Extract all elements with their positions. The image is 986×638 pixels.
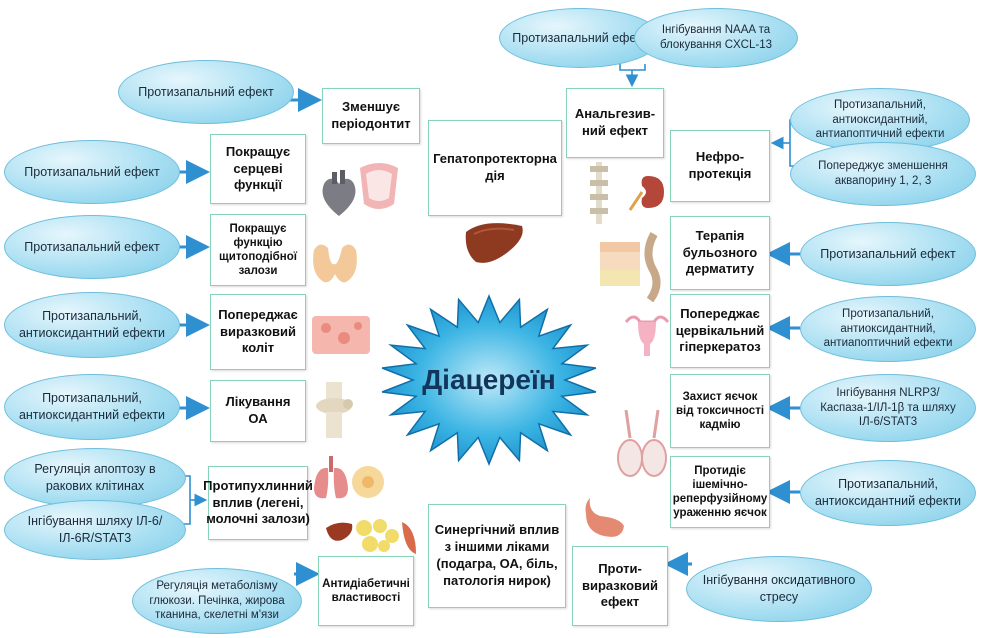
skin-layer-icon	[600, 242, 640, 286]
center-star: Діацереїн	[378, 294, 600, 466]
mechanism-oa: Протизапальний, антиоксидантний ефекти	[4, 374, 180, 440]
mechanism-nephro-2: Попереджує зменшення аквапорину 1, 2, 3	[790, 142, 976, 206]
bracket-analgesic	[619, 64, 646, 71]
effect-analgesic: Анальгезив-ний ефект	[566, 88, 664, 158]
mechanism-diabetes: Регуляція метаболізму глюкози. Печінка, …	[132, 568, 302, 634]
effect-ischemia-reperfusion: Протидіє ішемічно-реперфузійному ураженн…	[670, 456, 770, 528]
effect-synergy: Синергічний вплив з іншими ліками (подаг…	[428, 504, 566, 608]
mechanism-testis: Інгібування NLRP3/ Каспаза-1/ІЛ-1β та шл…	[800, 374, 976, 442]
star-burst-icon	[381, 294, 597, 466]
mechanism-analgesic-2: Інгібування NAAA та блокування CXCL-13	[634, 8, 798, 68]
mechanism-colitis: Протизапальний, антиоксидантний ефекти	[4, 292, 180, 358]
breast-icon	[352, 466, 384, 498]
colon-icon	[312, 316, 370, 354]
mechanism-heart: Протизапальний ефект	[4, 140, 180, 204]
effect-cervical-hyperkeratosis: Попереджає цервікальний гіперкератоз	[670, 294, 770, 368]
fat-cells-icon	[356, 519, 399, 552]
mechanism-ulcer: Інгібування оксидативного стресу	[686, 556, 872, 622]
mechanism-antitumor-2: Інгібування шляху ІЛ-6/ІЛ-6R/STAT3	[4, 500, 186, 560]
effect-periodontitis: Зменшує періодонтит	[322, 88, 420, 144]
mechanism-thyroid: Протизапальний ефект	[4, 215, 180, 279]
mechanism-ischemia: Протизапальний, антиоксидантний ефекти	[800, 460, 976, 526]
mechanism-antitumor-1: Регуляція апоптозу в ракових клітинах	[4, 448, 186, 508]
effect-heart: Покращує серцеві функції	[210, 134, 306, 204]
testis-icon	[617, 410, 667, 477]
spine-icon	[590, 162, 608, 224]
effect-colitis: Попереджає виразковий коліт	[210, 294, 306, 370]
effect-nephroprotection: Нефро-протекція	[670, 130, 770, 202]
effect-thyroid: Покращує функцію щитоподібної залози	[210, 214, 306, 286]
effect-bullous-dermatitis: Терапія бульозного дерматиту	[670, 216, 770, 290]
effect-antiulcer: Проти-виразковий ефект	[572, 546, 668, 626]
effect-oa: Лікування ОА	[210, 380, 306, 442]
mechanism-cervical: Протизапальний, антиоксидантний, антиапо…	[800, 296, 976, 362]
lungs-icon	[314, 456, 348, 499]
liver-small-icon	[326, 522, 353, 541]
effect-antidiabetic: Антидіабетичні властивості	[318, 556, 414, 626]
muscle-icon	[402, 522, 416, 554]
knee-joint-icon	[316, 382, 353, 438]
mechanism-bullous: Протизапальний ефект	[800, 222, 976, 286]
center-title: Діацереїн	[422, 364, 556, 395]
liver-icon	[465, 223, 523, 263]
effect-antitumor: Протипухлинний вплив (легені, молочні за…	[203, 466, 313, 540]
effect-hepatoprotective: Гепатопротекторна дія	[428, 120, 562, 216]
kidney-icon	[628, 176, 664, 211]
effect-testis-cadmium: Захист яєчок від токсичності кадмію	[670, 374, 770, 448]
teeth-icon	[360, 163, 398, 209]
vertebrae-icon	[644, 232, 661, 302]
uterus-icon	[624, 315, 670, 356]
thyroid-icon	[313, 244, 357, 283]
mechanism-periodontitis: Протизапальний ефект	[118, 60, 294, 124]
stomach-icon	[585, 498, 624, 537]
heart-icon	[322, 170, 356, 216]
